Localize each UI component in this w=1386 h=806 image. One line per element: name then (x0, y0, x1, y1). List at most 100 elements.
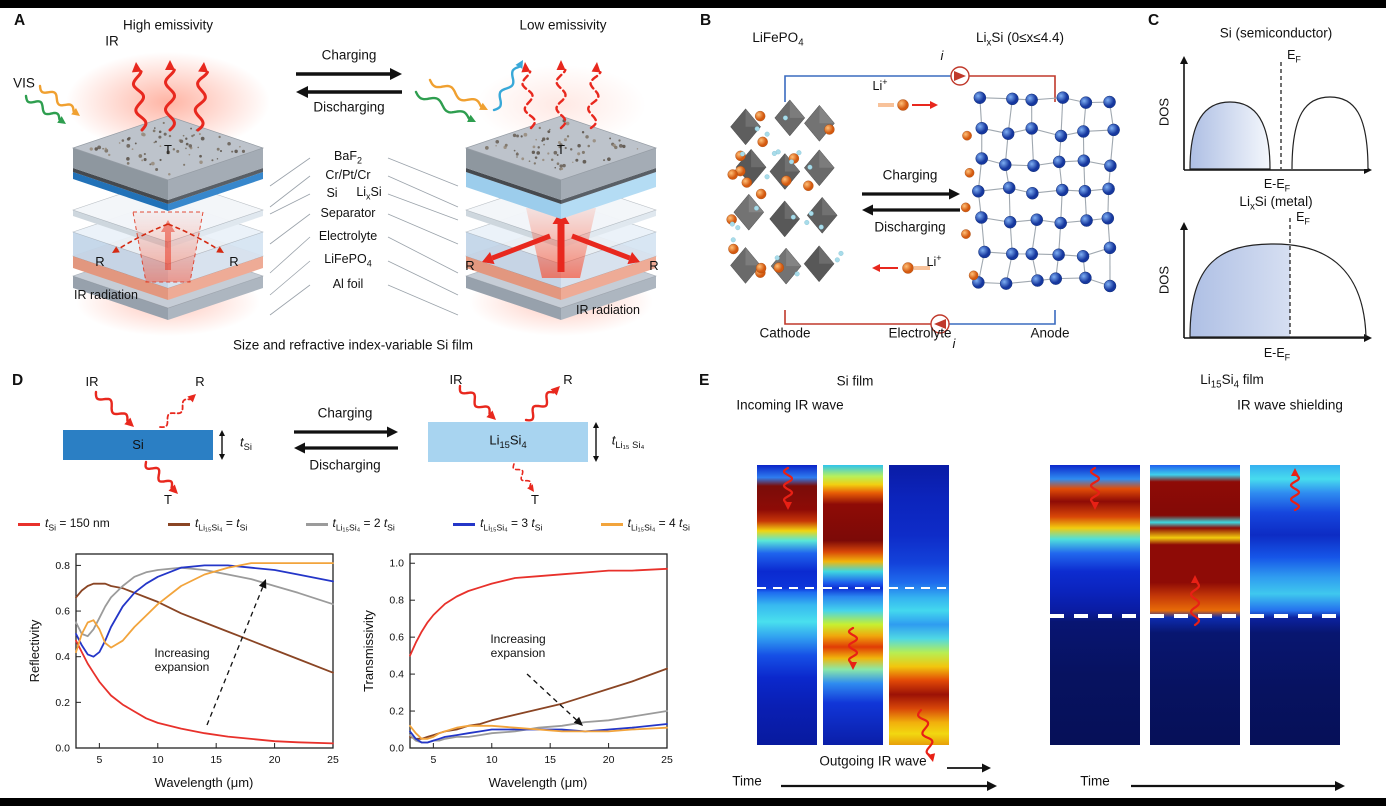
r-label-left-2: R (229, 253, 239, 269)
low-emissivity-label: Low emissivity (519, 17, 607, 33)
svg-text:15: 15 (544, 754, 556, 766)
li-film-title: Li15Si4 film (1200, 371, 1264, 391)
panel-d: D IR R Si tSi T Charging Discharging IR … (8, 370, 698, 802)
ir-wave-shielding-label: IR wave shielding (1237, 397, 1343, 413)
t-label-d-right: T (531, 491, 539, 507)
si-film-title: Si film (836, 373, 874, 389)
si-film-label: Si (132, 436, 144, 452)
svg-text:0.2: 0.2 (55, 697, 70, 709)
interface-line (1050, 614, 1140, 619)
transmissivity-xlabel: Wavelength (μm) (489, 775, 588, 790)
svg-text:0.8: 0.8 (389, 595, 404, 607)
t-label-right: T (557, 141, 565, 157)
svg-text:1.0: 1.0 (389, 558, 404, 570)
legend-swatch (167, 522, 190, 526)
legend-swatch (305, 522, 328, 526)
heatmap-si-t1 (757, 465, 817, 745)
fermi-level-label-top: EF (1287, 47, 1301, 65)
r-label-d-left: R (195, 373, 205, 389)
svg-text:0.8: 0.8 (55, 560, 70, 572)
ir-label-d-right: IR (449, 371, 463, 387)
legend-text: tSi = 150 nm (45, 516, 110, 533)
reflectivity-ylabel: Reflectivity (27, 619, 42, 682)
r-label-right-2: R (649, 257, 659, 273)
svg-text:20: 20 (269, 754, 281, 766)
t-label-left: T (164, 141, 172, 157)
svg-text:5: 5 (96, 754, 102, 766)
interface-line (889, 587, 949, 590)
time-label-si: Time (732, 773, 762, 789)
ir-label-d-left: IR (85, 373, 99, 389)
panel-a-caption: Size and refractive index-variable Si fi… (232, 337, 474, 353)
legend-item: tLi₁₅Si₄ = 4 tSi (600, 516, 690, 532)
svg-text:10: 10 (152, 754, 164, 766)
layer-label-si: Si (326, 186, 338, 201)
legend-text: tLi₁₅Si₄ = tSi (194, 516, 248, 533)
r-label-left-1: R (95, 253, 105, 269)
dos-axis-label-bottom: DOS (1156, 265, 1172, 295)
panel-b: B LiFePO4 LixSi (0≤x≤4.4) i i Li+ Li+ Ch… (698, 10, 1138, 368)
heatmap-li-t2 (1150, 465, 1240, 745)
legend-item: tSi = 150 nm (18, 516, 110, 532)
charging-label-d: Charging (317, 405, 373, 421)
heatmap-si-t2 (823, 465, 883, 745)
r-label-d-right: R (563, 371, 573, 387)
heatmap-li-t1 (1050, 465, 1140, 745)
svg-text:0.0: 0.0 (389, 743, 404, 755)
interface-line (823, 587, 883, 590)
panel-a: A High emissivity IR VIS Charging Discha… (8, 10, 698, 368)
anode-material-label: LixSi (0≤x≤4.4) (976, 29, 1064, 49)
li-ion-label-bottom: Li+ (926, 253, 942, 270)
legend-item: tLi₁₅Si₄ = tSi (167, 516, 248, 533)
legend-item: tLi₁₅Si₄ = 3 tSi (453, 516, 542, 532)
letterbox-bottom (0, 798, 1386, 806)
t-si-thickness-label: tSi (240, 434, 252, 453)
time-label-li: Time (1080, 773, 1110, 789)
lixsi-dos-title: LixSi (metal) (1239, 193, 1313, 213)
svg-text:0.4: 0.4 (55, 651, 70, 663)
panel-a-label: A (14, 12, 26, 29)
cathode-material-label: LiFePO4 (752, 29, 804, 49)
ir-label-left: IR (105, 33, 119, 49)
r-label-right-1: R (465, 257, 475, 273)
energy-axis-label-top: E-EF (1263, 176, 1291, 194)
panel-b-graphics (726, 66, 1120, 334)
svg-text:0.4: 0.4 (389, 669, 404, 681)
svg-text:0.6: 0.6 (389, 632, 404, 644)
discharging-label-d: Discharging (309, 457, 381, 473)
t-li15si4-thickness-label: tLi₁₅ Si₄ (611, 432, 645, 451)
panel-e: E Si film Li15Si4 film Incoming IR wave … (695, 370, 1386, 802)
layer-label-separator: Separator (320, 206, 376, 221)
legend-swatch (453, 522, 476, 526)
panel-b-label: B (700, 12, 712, 29)
discharging-label-a: Discharging (313, 99, 385, 115)
electrolyte-label: Electrolyte (888, 325, 952, 341)
incoming-ir-wave-label: Incoming IR wave (736, 397, 844, 413)
svg-text:0.6: 0.6 (55, 606, 70, 618)
panel-e-label: E (699, 372, 710, 389)
fermi-level-label-bottom: EF (1296, 209, 1310, 227)
layer-label-baf2: BaF2 (334, 148, 362, 166)
outgoing-ir-wave-label: Outgoing IR wave (819, 753, 927, 769)
panel-c-label: C (1148, 12, 1160, 29)
discharging-label-b: Discharging (874, 219, 946, 235)
charging-label-b: Charging (882, 167, 938, 183)
current-label-bottom: i (952, 335, 956, 351)
svg-text:10: 10 (486, 754, 498, 766)
heatmap-si-t3 (889, 465, 949, 745)
li-ion-label-top: Li+ (872, 77, 888, 94)
interface-line (757, 587, 817, 590)
svg-text:25: 25 (661, 754, 673, 766)
interface-line (1250, 614, 1340, 619)
vis-label: VIS (13, 75, 35, 91)
panel-d-label: D (12, 372, 24, 389)
energy-axis-label-bottom: E-EF (1263, 345, 1291, 363)
layer-label-lifepo4: LiFePO4 (324, 251, 372, 269)
svg-text:0.0: 0.0 (55, 743, 70, 755)
svg-text:25: 25 (327, 754, 339, 766)
panel-d-schematic (63, 384, 599, 494)
